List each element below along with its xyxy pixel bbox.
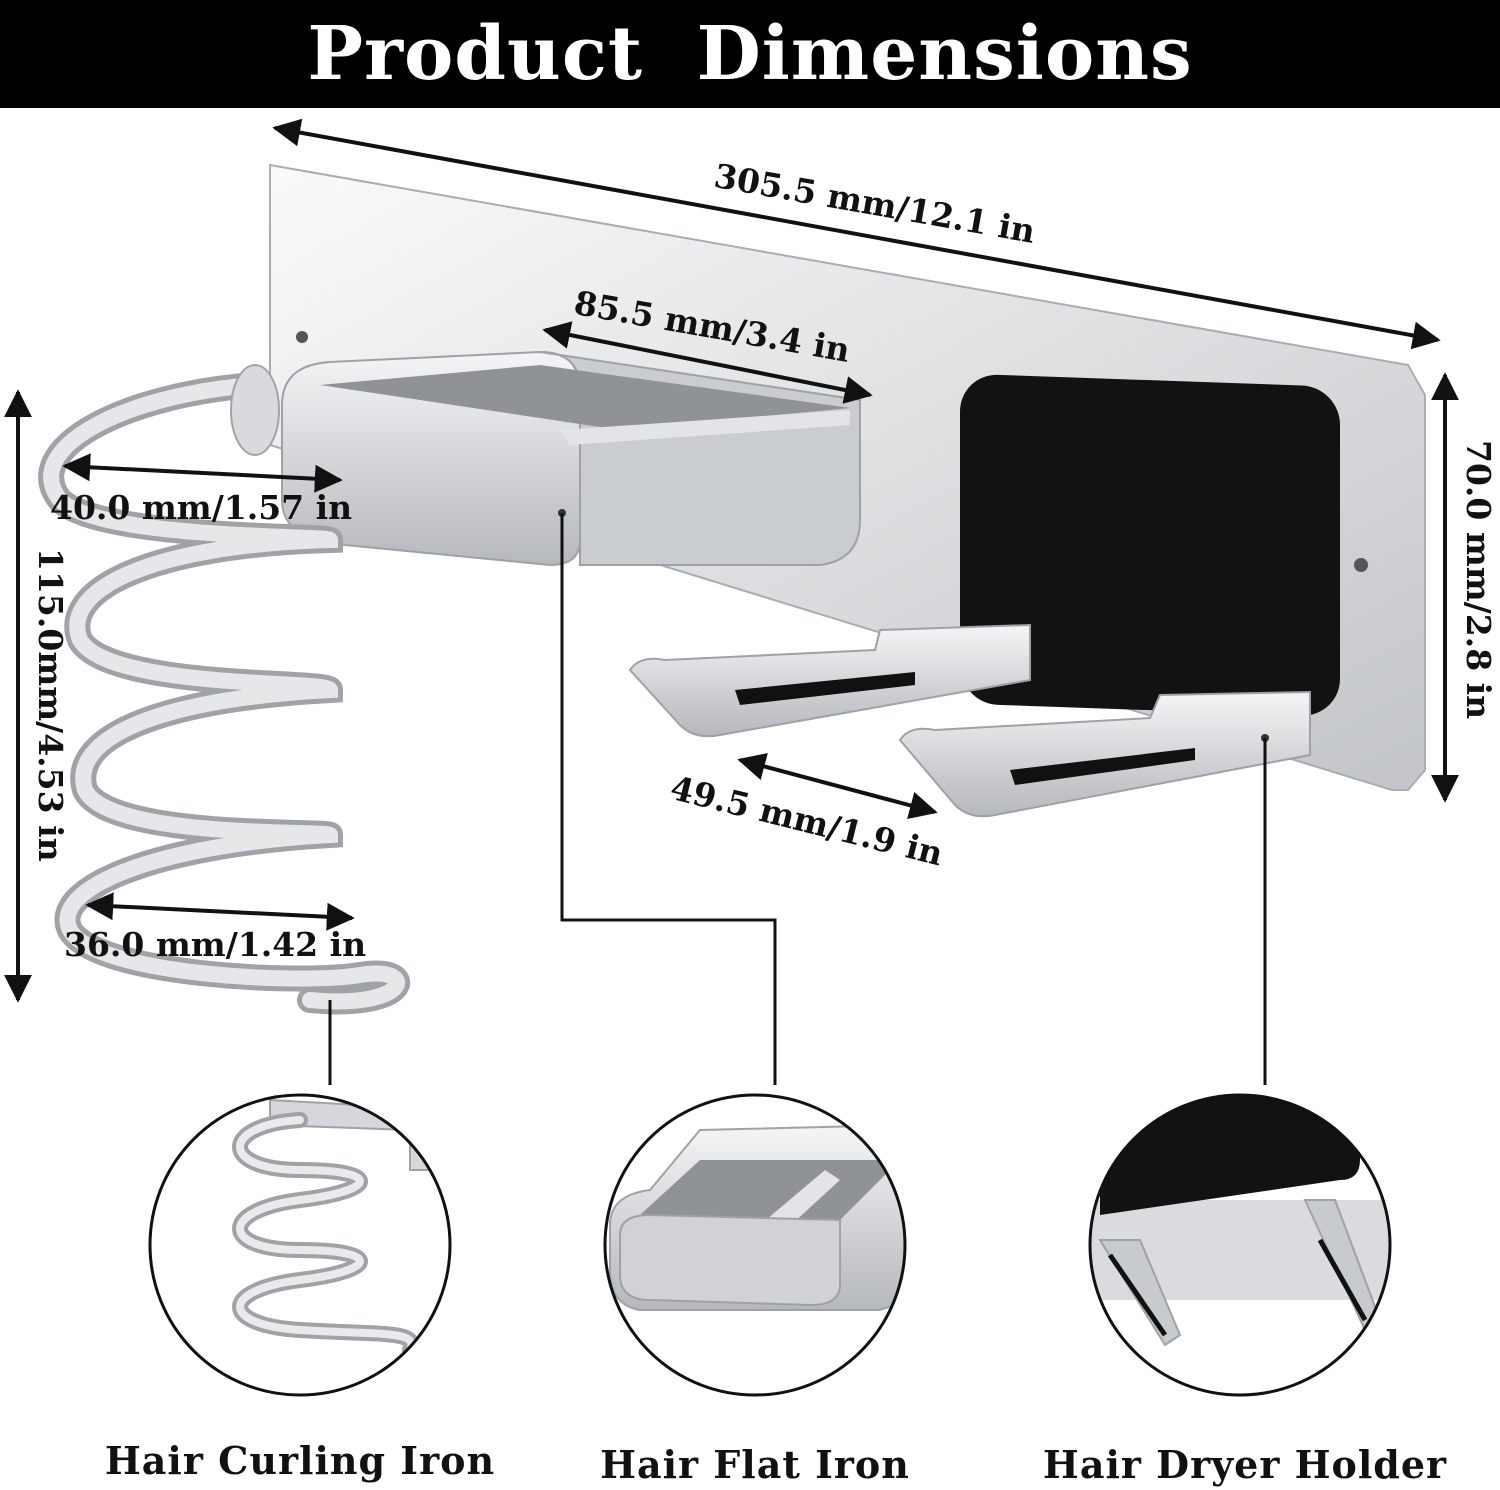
caption-curling-iron: Hair Curling Iron xyxy=(104,1438,496,1483)
dim-coil-bottom-diameter: 36.0 mm/1.42 in xyxy=(64,925,367,964)
caption-flat-iron: Hair Flat Iron xyxy=(600,1442,910,1487)
detail-dryer-holder xyxy=(1088,1093,1392,1397)
adhesive-pad xyxy=(960,374,1340,716)
detail-curling-iron xyxy=(148,1093,452,1397)
dimension-arrows xyxy=(4,118,1459,1003)
dim-coil-height: 115.0mm/4.53 in xyxy=(31,548,70,862)
callout-lines xyxy=(328,513,1267,1085)
dryer-hooks xyxy=(628,623,1311,818)
dim-plate-height: 70.0 mm/2.8 in xyxy=(1459,440,1498,720)
screw-hole-right xyxy=(1354,558,1368,572)
caption-dryer-holder: Hair Dryer Holder xyxy=(1042,1442,1448,1487)
page-title: Product Dimensions xyxy=(307,11,1193,97)
dim-coil-top-diameter: 40.0 mm/1.57 in xyxy=(50,488,353,527)
title-banner: Product Dimensions xyxy=(0,0,1500,108)
detail-flat-iron xyxy=(603,1093,907,1397)
screw-hole-left xyxy=(296,331,308,343)
